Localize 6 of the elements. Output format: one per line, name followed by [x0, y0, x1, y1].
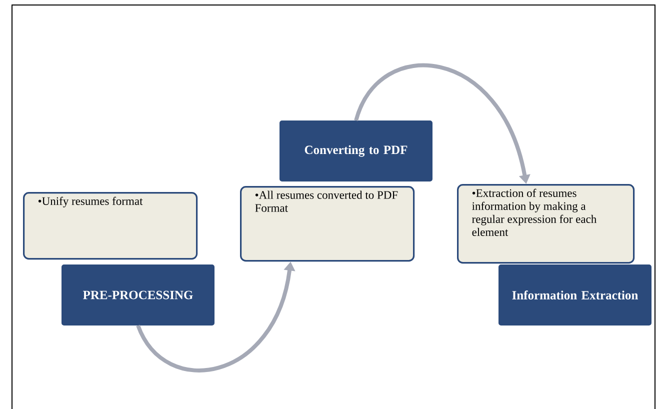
note-box: •Extraction of resumes information by making a regular expression for each element	[457, 184, 635, 264]
stage-box: Information Extraction	[498, 264, 652, 326]
note-box: •All resumes converted to PDF Format	[240, 186, 415, 262]
stage-box: Converting to PDF	[280, 120, 432, 182]
stage-box: PRE-PROCESSING	[62, 264, 214, 326]
note-box: •Unify resumes format	[23, 192, 198, 260]
